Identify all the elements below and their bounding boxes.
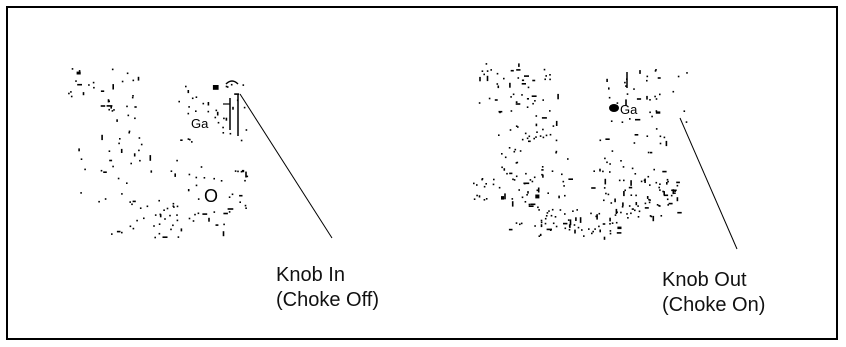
leader-line-knob-out <box>679 117 738 250</box>
knob-out-callout: Knob Out (Choke On) <box>662 268 765 318</box>
knob-out-label: Knob Out <box>662 269 747 291</box>
svg-text:Ga: Ga <box>620 102 638 117</box>
svg-text:Ga: Ga <box>191 116 209 131</box>
leader-line-knob-in <box>239 93 333 239</box>
choke-on-label: (Choke On) <box>662 294 766 316</box>
knob-in-label: Knob In <box>276 264 345 286</box>
engine-illustration-knob-out <box>473 63 688 240</box>
knob-in-callout: Knob In (Choke Off) <box>276 263 379 313</box>
svg-text:O: O <box>204 186 218 206</box>
choke-knob-in-icon: Ga O <box>191 80 239 206</box>
diagram-frame: Ga O Ga Knob In (Choke Off) Knob Out (Ch… <box>6 6 838 340</box>
illustration-canvas: Ga O Ga <box>68 63 738 250</box>
choke-knob-out-icon: Ga <box>609 72 638 117</box>
choke-off-label: (Choke Off) <box>276 289 379 311</box>
engine-illustration-knob-in <box>68 68 249 239</box>
